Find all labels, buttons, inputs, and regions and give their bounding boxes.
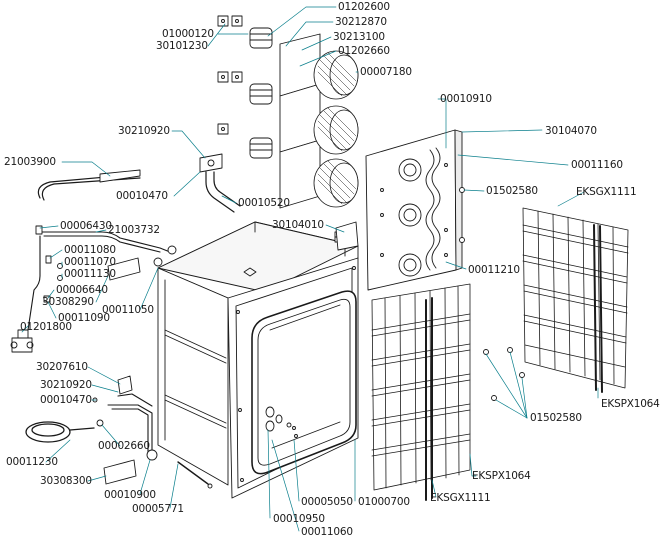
part-label-00011130: 00011130	[64, 268, 116, 280]
part-label-00010950: 00010950	[273, 513, 325, 525]
leader-lines	[21, 6, 599, 532]
part-label-00011080: 00011080	[64, 244, 116, 256]
part-label-30308290: 30308290	[42, 296, 94, 308]
part-label-00011160: 00011160	[571, 159, 623, 171]
part-label-00005050: 00005050	[301, 496, 353, 508]
part-label-30213100: 30213100	[333, 31, 385, 43]
part-label-00010900: 00010900	[104, 489, 156, 501]
part-label-00010470-bottom: 00010470	[40, 394, 92, 406]
part-label-30101230: 30101230	[156, 40, 208, 52]
part-label-21003732: 21003732	[108, 224, 160, 236]
part-label-30212870: 30212870	[335, 16, 387, 28]
part-label-00011230: 00011230	[6, 456, 58, 468]
part-label-00011050: 00011050	[102, 304, 154, 316]
rack-right	[522, 207, 629, 393]
part-label-00011090: 00011090	[58, 312, 110, 324]
part-label-00006430: 00006430	[60, 220, 112, 232]
part-label-01502580-top: 01502580	[486, 185, 538, 197]
part-label-00006640: 00006640	[56, 284, 108, 296]
part-label-30104070: 30104070	[545, 125, 597, 137]
part-label-00002660: 00002660	[98, 440, 150, 452]
part-label-01000120: 01000120	[162, 28, 214, 40]
part-label-00010910: 00010910	[440, 93, 492, 105]
oven-cabinet	[157, 221, 359, 499]
part-label-00007180: 00007180	[360, 66, 412, 78]
fan-assembly	[217, 15, 359, 209]
part-label-01202600: 01202600	[338, 1, 390, 13]
part-label-01201800: 01201800	[20, 321, 72, 333]
part-label-30308300: 30308300	[40, 475, 92, 487]
part-label-00011210: 00011210	[468, 264, 520, 276]
part-label-00010520: 00010520	[238, 197, 290, 209]
part-label-EKSGX1111-bottom: EKSGX1111	[430, 492, 491, 504]
part-label-EKSGX1111-top: EKSGX1111	[576, 186, 637, 198]
part-label-EKSPX1064-center: EKSPX1064	[472, 470, 531, 482]
part-label-21003900: 21003900	[4, 156, 56, 168]
part-label-30207610: 30207610	[36, 361, 88, 373]
part-label-30210920-bottom: 30210920	[40, 379, 92, 391]
part-label-01000700: 01000700	[358, 496, 410, 508]
part-label-01202660: 01202660	[338, 45, 390, 57]
rack-front	[371, 283, 471, 501]
part-label-00011060: 00011060	[301, 526, 353, 538]
part-label-00005771: 00005771	[132, 503, 184, 515]
back-panel	[335, 129, 463, 291]
part-label-01502580-bottom: 01502580	[530, 412, 582, 424]
part-label-00011070: 00011070	[64, 256, 116, 268]
part-label-00010470-top: 00010470	[116, 190, 168, 202]
part-label-EKSPX1064-right: EKSPX1064	[601, 398, 660, 410]
left-parts	[10, 153, 298, 489]
part-label-30210920-top: 30210920	[118, 125, 170, 137]
part-label-30104010: 30104010	[272, 219, 324, 231]
